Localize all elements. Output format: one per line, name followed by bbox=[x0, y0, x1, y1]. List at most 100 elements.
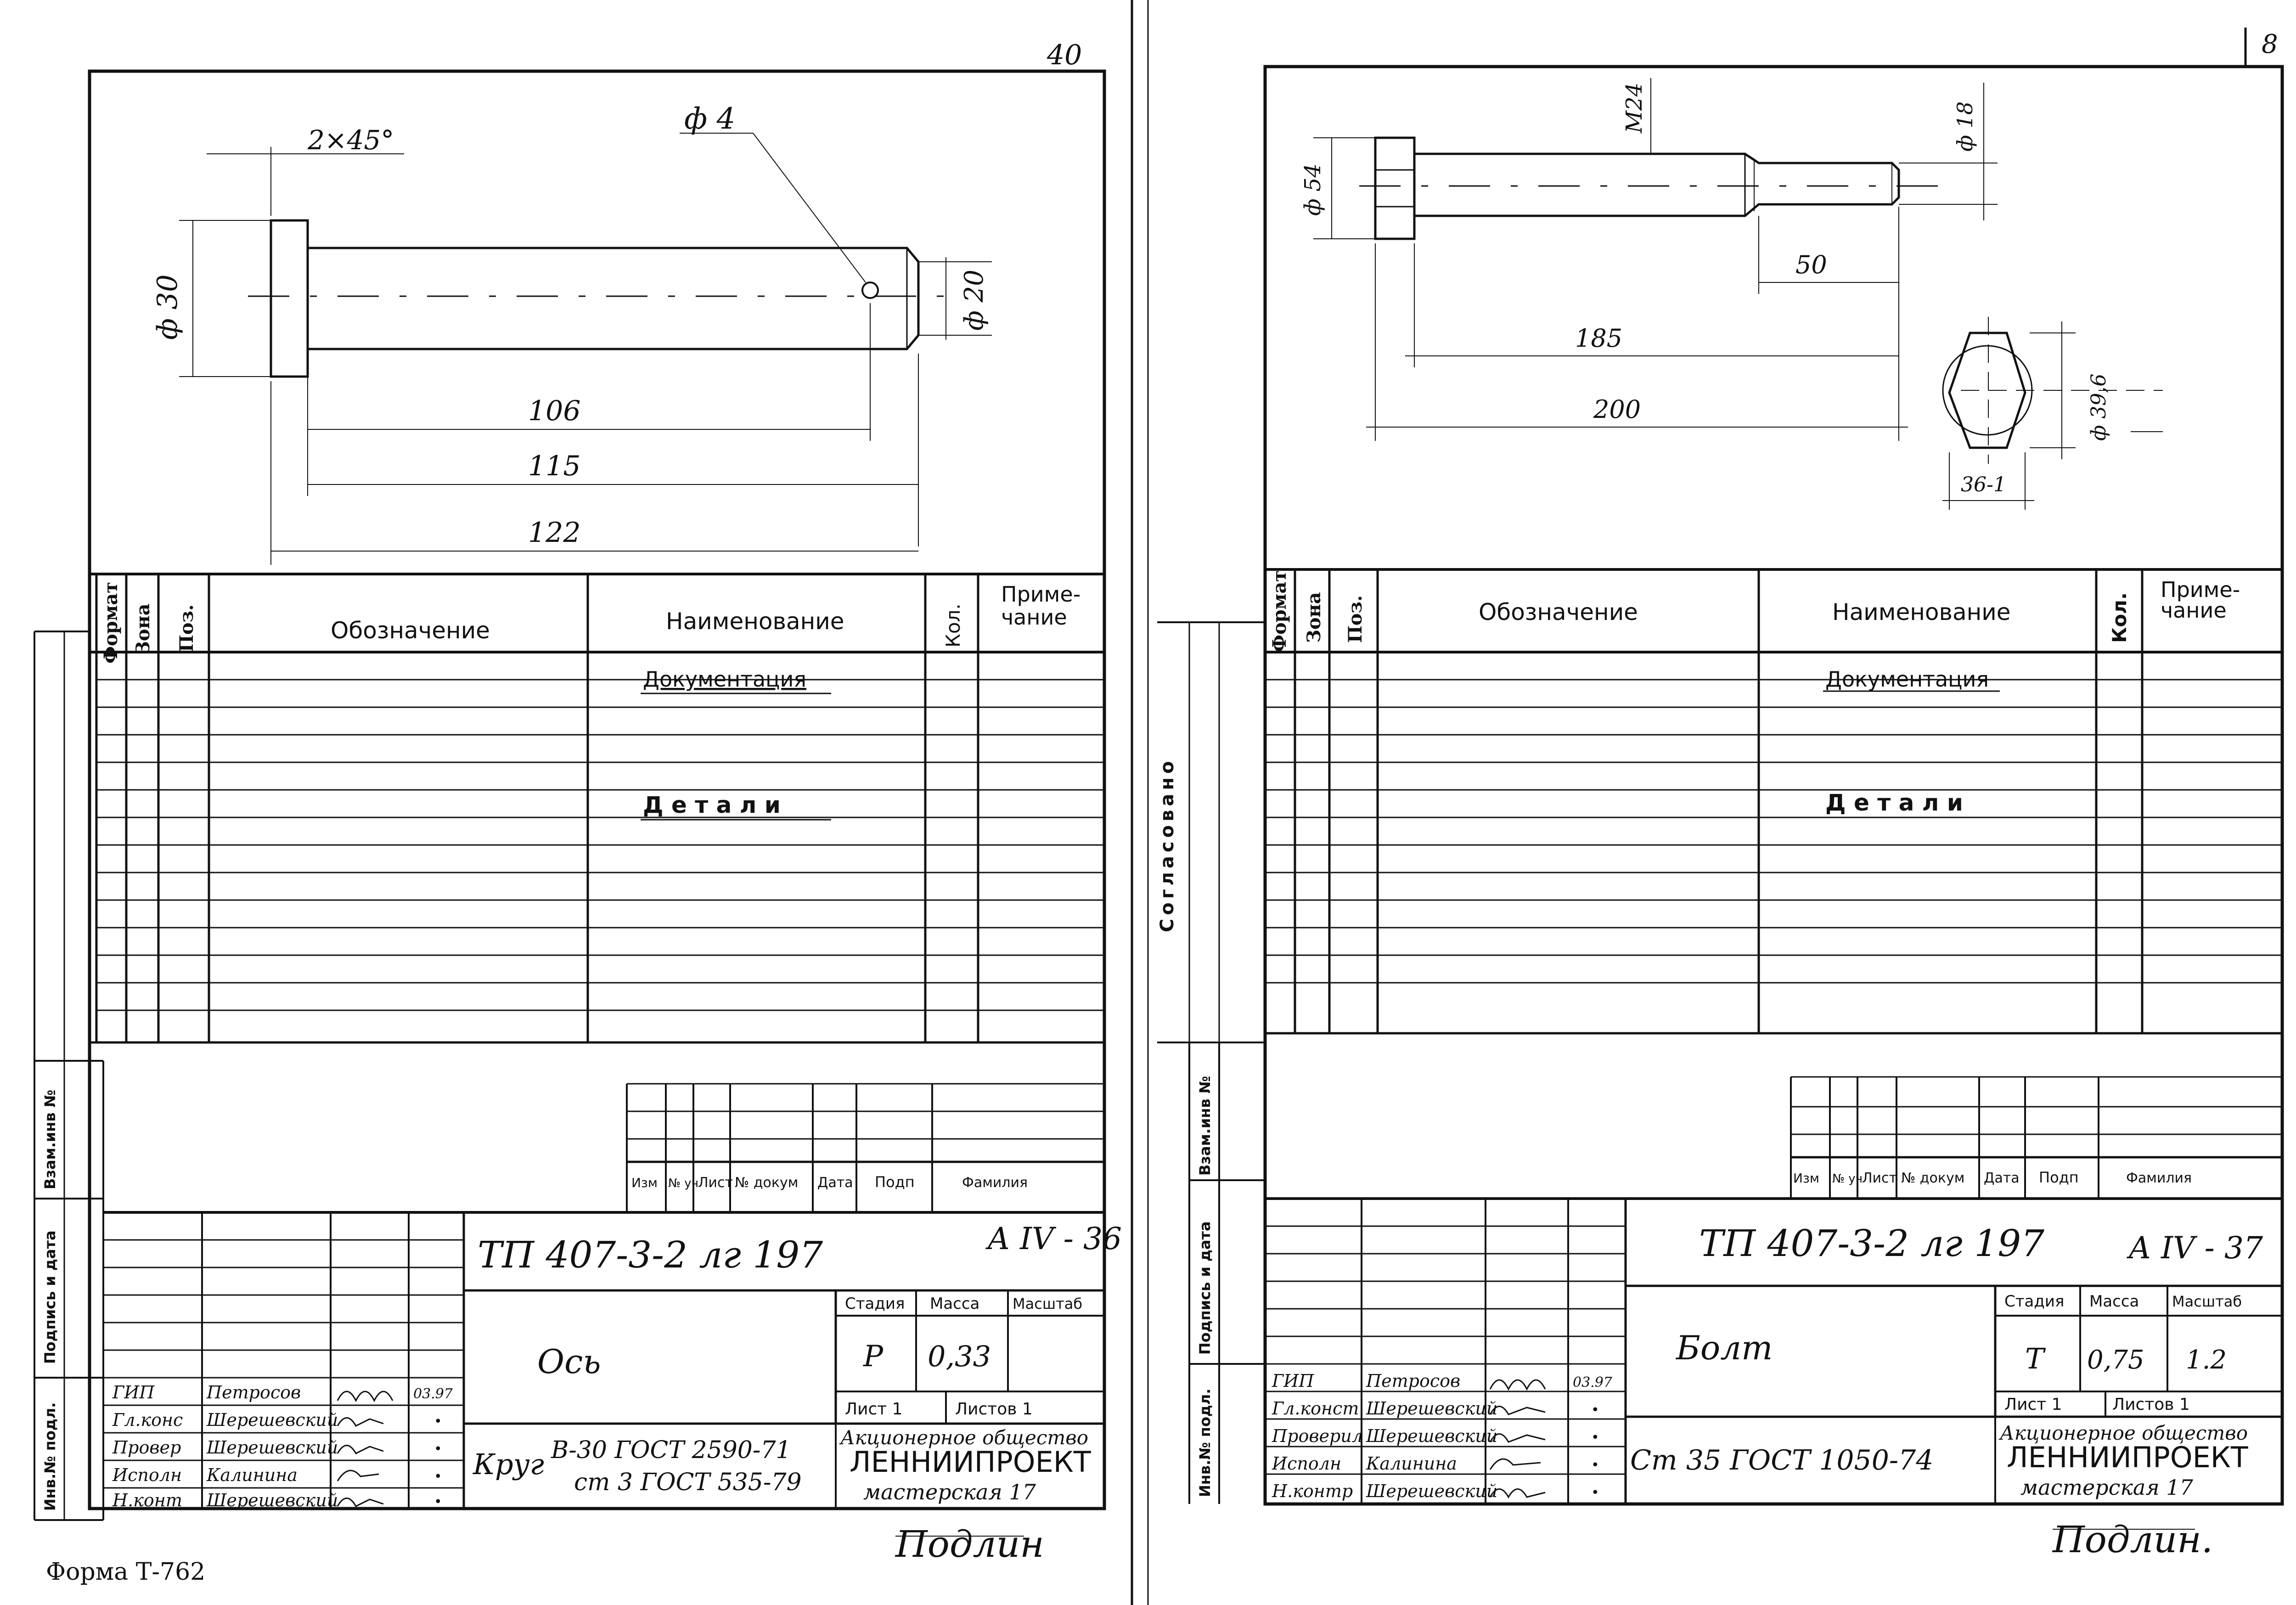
page-number-right: 8 bbox=[2262, 29, 2278, 59]
right-signer-name: Калинина bbox=[1366, 1453, 1457, 1474]
right-signer-date: • bbox=[1591, 1402, 1599, 1418]
spec-header-zona: Зона bbox=[132, 603, 154, 654]
left-signer-role: Провер bbox=[112, 1437, 181, 1458]
dim-thread: М24 bbox=[1621, 83, 1647, 134]
right-material: Ст 35 ГОСТ 1050-74 bbox=[1630, 1444, 1934, 1476]
spec-header-poz: Поз. bbox=[176, 604, 197, 652]
left-org-line3: мастерская 17 bbox=[863, 1480, 1036, 1504]
right-listov: Листов 1 bbox=[2112, 1395, 2190, 1414]
dim-len-106: 106 bbox=[528, 395, 581, 427]
right-signature bbox=[1489, 1433, 1546, 1443]
right-frame bbox=[1263, 65, 2284, 1506]
spec-section-documentation: Документация bbox=[643, 667, 806, 692]
dim-len-115: 115 bbox=[528, 450, 581, 482]
left-header-stadiya: Стадия bbox=[845, 1295, 905, 1313]
right-title-block: ТП 407-3-2 лг 197 А IV - 37 Болт Стадия … bbox=[1265, 1197, 2282, 1504]
dim-len-200: 200 bbox=[1593, 395, 1641, 424]
spec-header-format: Формат bbox=[1269, 570, 1290, 652]
right-sheet-code: А IV - 37 bbox=[2127, 1230, 2263, 1266]
rev-ndokum: № докум bbox=[1901, 1170, 1964, 1186]
rev-ndokum: № докум bbox=[735, 1175, 798, 1191]
right-mass: 0,75 bbox=[2087, 1345, 2144, 1375]
pin-shaft bbox=[308, 247, 920, 350]
spec-header-zona: Зона bbox=[1303, 592, 1325, 643]
pin-head bbox=[270, 219, 309, 378]
left-signer-name: Калинина bbox=[206, 1465, 298, 1485]
spec-header-prim-2: чание bbox=[2161, 598, 2227, 623]
dim-hole: ф 4 bbox=[684, 102, 735, 136]
pin-hole bbox=[861, 282, 879, 299]
page-number-left: 40 bbox=[1047, 39, 1082, 71]
left-doc-code: ТП 407-3-2 лг 197 bbox=[478, 1233, 823, 1276]
dim-dia-head: ф 30 bbox=[152, 275, 184, 340]
right-scale: 1.2 bbox=[2186, 1345, 2227, 1375]
left-org-line1: Акционерное общество bbox=[839, 1426, 1088, 1449]
right-org-line2: ЛЕННИИПРОЕКТ bbox=[2007, 1441, 2249, 1474]
right-signer-name: Шерешевский bbox=[1366, 1481, 1497, 1501]
right-signer-name: Шерешевский bbox=[1366, 1426, 1497, 1446]
right-side-stamp: Согласовано Взам.инв № Подпись и дата Ин… bbox=[1157, 621, 1265, 1504]
right-org-line1: Акционерное общество bbox=[1998, 1422, 2248, 1444]
right-signer-date: • bbox=[1591, 1457, 1599, 1473]
spec-section-details: Д е т а л и bbox=[643, 792, 781, 818]
left-list: Лист 1 bbox=[845, 1400, 903, 1419]
right-sheet: 8 Согласовано Взам.инв № Подпись и дата … bbox=[1157, 28, 2284, 1561]
right-revision-block: Изм № уч Лист № докум Дата Подп Фамилия bbox=[1790, 1076, 2282, 1199]
dim-len-122: 122 bbox=[528, 517, 581, 549]
right-signer-name: Петросов bbox=[1366, 1371, 1460, 1391]
right-doc-code: ТП 407-3-2 лг 197 bbox=[1699, 1222, 2044, 1265]
spec-header-kol: Кол. bbox=[2108, 592, 2131, 643]
left-material-line2: ст 3 ГОСТ 535-79 bbox=[574, 1469, 802, 1496]
right-part-name: Болт bbox=[1675, 1329, 1773, 1367]
left-mass: 0,33 bbox=[928, 1340, 991, 1373]
right-stamp-vzam: Взам.инв № bbox=[1196, 1076, 1214, 1176]
soglasovano-label: Согласовано bbox=[1157, 757, 1178, 932]
right-signer-date: 03.97 bbox=[1573, 1374, 1613, 1391]
dim-dia-54: ф 54 bbox=[1300, 163, 1326, 216]
rev-podp: Подп bbox=[875, 1173, 915, 1191]
form-label: Форма Т-762 bbox=[46, 1558, 205, 1586]
dim-dia-18: ф 18 bbox=[1953, 101, 1977, 152]
left-sheet: Взам.инв № Подпись и дата Инв.№ подл. 2×… bbox=[34, 69, 1122, 1566]
left-bottom-sign: Подлин bbox=[895, 1523, 1044, 1566]
spec-header-naimenovanie: Наименование bbox=[666, 608, 844, 635]
right-signer-role: ГИП bbox=[1272, 1371, 1314, 1391]
left-signer-date: • bbox=[434, 1414, 442, 1430]
spec-header-prim-1: Приме- bbox=[1001, 582, 1080, 607]
rev-familiya: Фамилия bbox=[2126, 1170, 2192, 1186]
rev-data: Дата bbox=[1984, 1170, 2020, 1186]
rev-izm: Изм bbox=[1793, 1171, 1819, 1186]
bolt-head bbox=[1374, 136, 1416, 240]
bolt-hex-view bbox=[1948, 332, 2026, 449]
right-signer-role: Исполн bbox=[1272, 1453, 1341, 1474]
left-header-massa: Масса bbox=[930, 1295, 979, 1313]
right-signature bbox=[1489, 1458, 1541, 1470]
right-signer-role: Гл.конст bbox=[1272, 1398, 1359, 1419]
left-signer-role: ГИП bbox=[112, 1382, 155, 1402]
right-bottom-sign: Подлин. bbox=[2052, 1518, 2213, 1561]
right-signer-name: Шерешевский bbox=[1366, 1398, 1497, 1419]
left-title-block: ТП 407-3-2 лг 197 А IV - 36 Ось Стадия М… bbox=[103, 1211, 1122, 1510]
left-revision-block: Изм № уч Лист № докум Дата Подп Фамилия bbox=[626, 1083, 1104, 1212]
right-signer-role: Проверил bbox=[1272, 1426, 1363, 1446]
right-part-drawing: М24 ф 18 ф 54 50 185 200 bbox=[1300, 78, 2163, 510]
left-signer-name: Петросов bbox=[206, 1382, 301, 1402]
spec-header-kol: Кол. bbox=[942, 603, 964, 648]
left-signer-date: • bbox=[434, 1469, 442, 1485]
right-signature bbox=[1489, 1488, 1546, 1499]
spec-header-prim-2: чание bbox=[1001, 605, 1067, 630]
right-stamp-podpis: Подпись и дата bbox=[1196, 1221, 1214, 1355]
left-material-line1: В-30 ГОСТ 2590-71 bbox=[551, 1436, 791, 1464]
left-org-line2: ЛЕННИИПРОЕКТ bbox=[850, 1445, 1092, 1479]
spec-header-naimenovanie: Наименование bbox=[1832, 599, 2011, 625]
dim-chamfer: 2×45° bbox=[307, 124, 394, 156]
left-stage: Р bbox=[863, 1340, 884, 1374]
left-signer-name: Шерешевский bbox=[206, 1437, 338, 1458]
spec-header-prim-1: Приме- bbox=[2161, 577, 2240, 602]
right-signers: ГИП Петросов 03.97 Гл.конст Шерешевский … bbox=[1272, 1371, 1613, 1501]
left-signer-role: Исполн bbox=[112, 1465, 182, 1485]
left-signature bbox=[337, 1445, 384, 1454]
left-stamp-vzam: Взам.инв № bbox=[41, 1090, 59, 1189]
left-spec-table: Формат Зона Поз. Обозначение Наименовани… bbox=[90, 573, 1104, 1044]
left-listov: Листов 1 bbox=[955, 1400, 1033, 1419]
